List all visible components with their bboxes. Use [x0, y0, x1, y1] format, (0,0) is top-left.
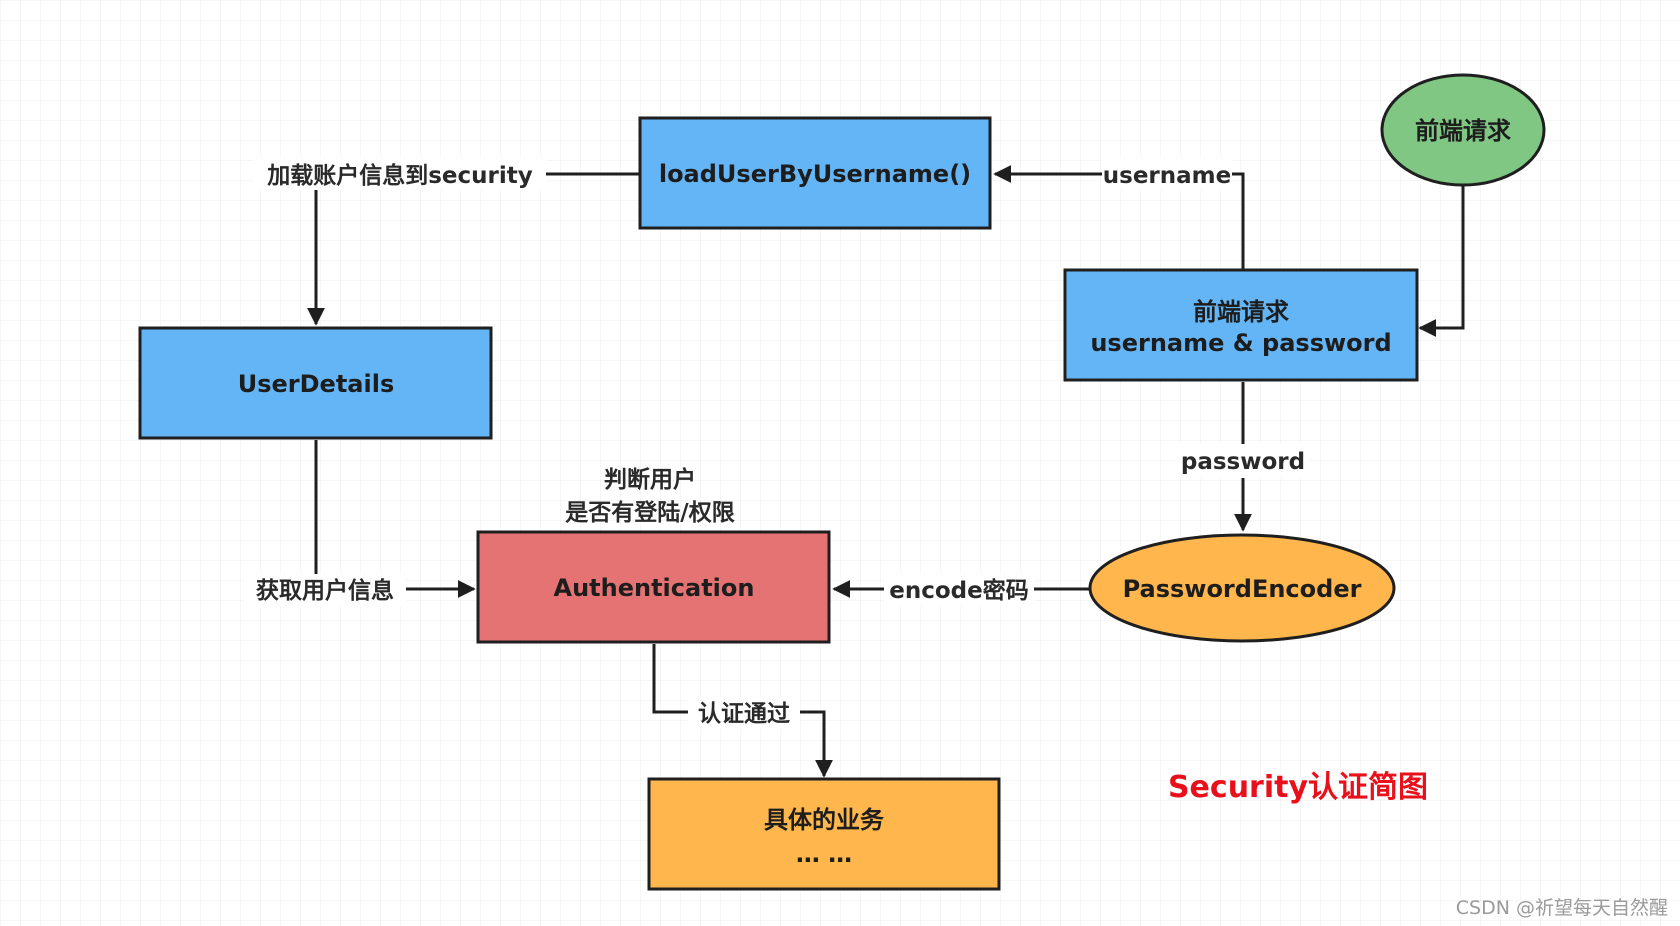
edge-label-get-user-info: 获取用户信息: [256, 577, 394, 604]
node-user-details: [138, 326, 493, 440]
node-business: [647, 777, 1001, 891]
node-load-user-by-username: [638, 116, 992, 230]
node-authentication: [476, 530, 831, 644]
label-bg-load: [254, 158, 546, 190]
node-frontend-request-box: [1063, 268, 1419, 382]
node-frontend-box-line1: 前端请求: [1193, 298, 1289, 326]
label-bg-auth-pass: [688, 697, 800, 729]
label-bg-encode: [884, 574, 1034, 606]
csdn-watermark: CSDN @祈望每天自然醒: [1456, 897, 1668, 919]
node-frontend-box-line2: username & password: [1090, 329, 1391, 357]
edge-frontend-to-load-user: [993, 165, 1245, 270]
diagram-caption: Security认证简图: [1168, 770, 1428, 805]
node-password-encoder-label: PasswordEncoder: [1123, 575, 1362, 603]
node-frontend-request-start: [1380, 73, 1546, 187]
auth-note-line1: 判断用户: [604, 466, 696, 493]
label-bg-password: [1176, 444, 1310, 478]
edge-label-encode: encode密码: [889, 577, 1028, 604]
node-load-user-label: loadUserByUsername(): [659, 160, 971, 188]
label-bg-get-user: [244, 574, 406, 606]
auth-note-line2: 是否有登陆/权限: [565, 499, 734, 526]
edge-label-password: password: [1181, 449, 1305, 475]
node-business-line2: … …: [796, 840, 852, 868]
label-bg-username: [1102, 158, 1232, 190]
edge-label-auth-pass: 认证通过: [698, 701, 790, 727]
node-authentication-label: Authentication: [554, 574, 755, 602]
node-password-encoder: [1088, 533, 1396, 643]
node-business-line1: 具体的业务: [764, 806, 885, 834]
edge-request-to-frontend-box: [1418, 186, 1465, 337]
edge-label-load-to-security: 加载账户信息到security: [266, 162, 533, 189]
node-frontend-request-start-label: 前端请求: [1415, 117, 1511, 145]
edge-label-username: username: [1103, 163, 1231, 189]
node-user-details-label: UserDetails: [238, 370, 395, 398]
